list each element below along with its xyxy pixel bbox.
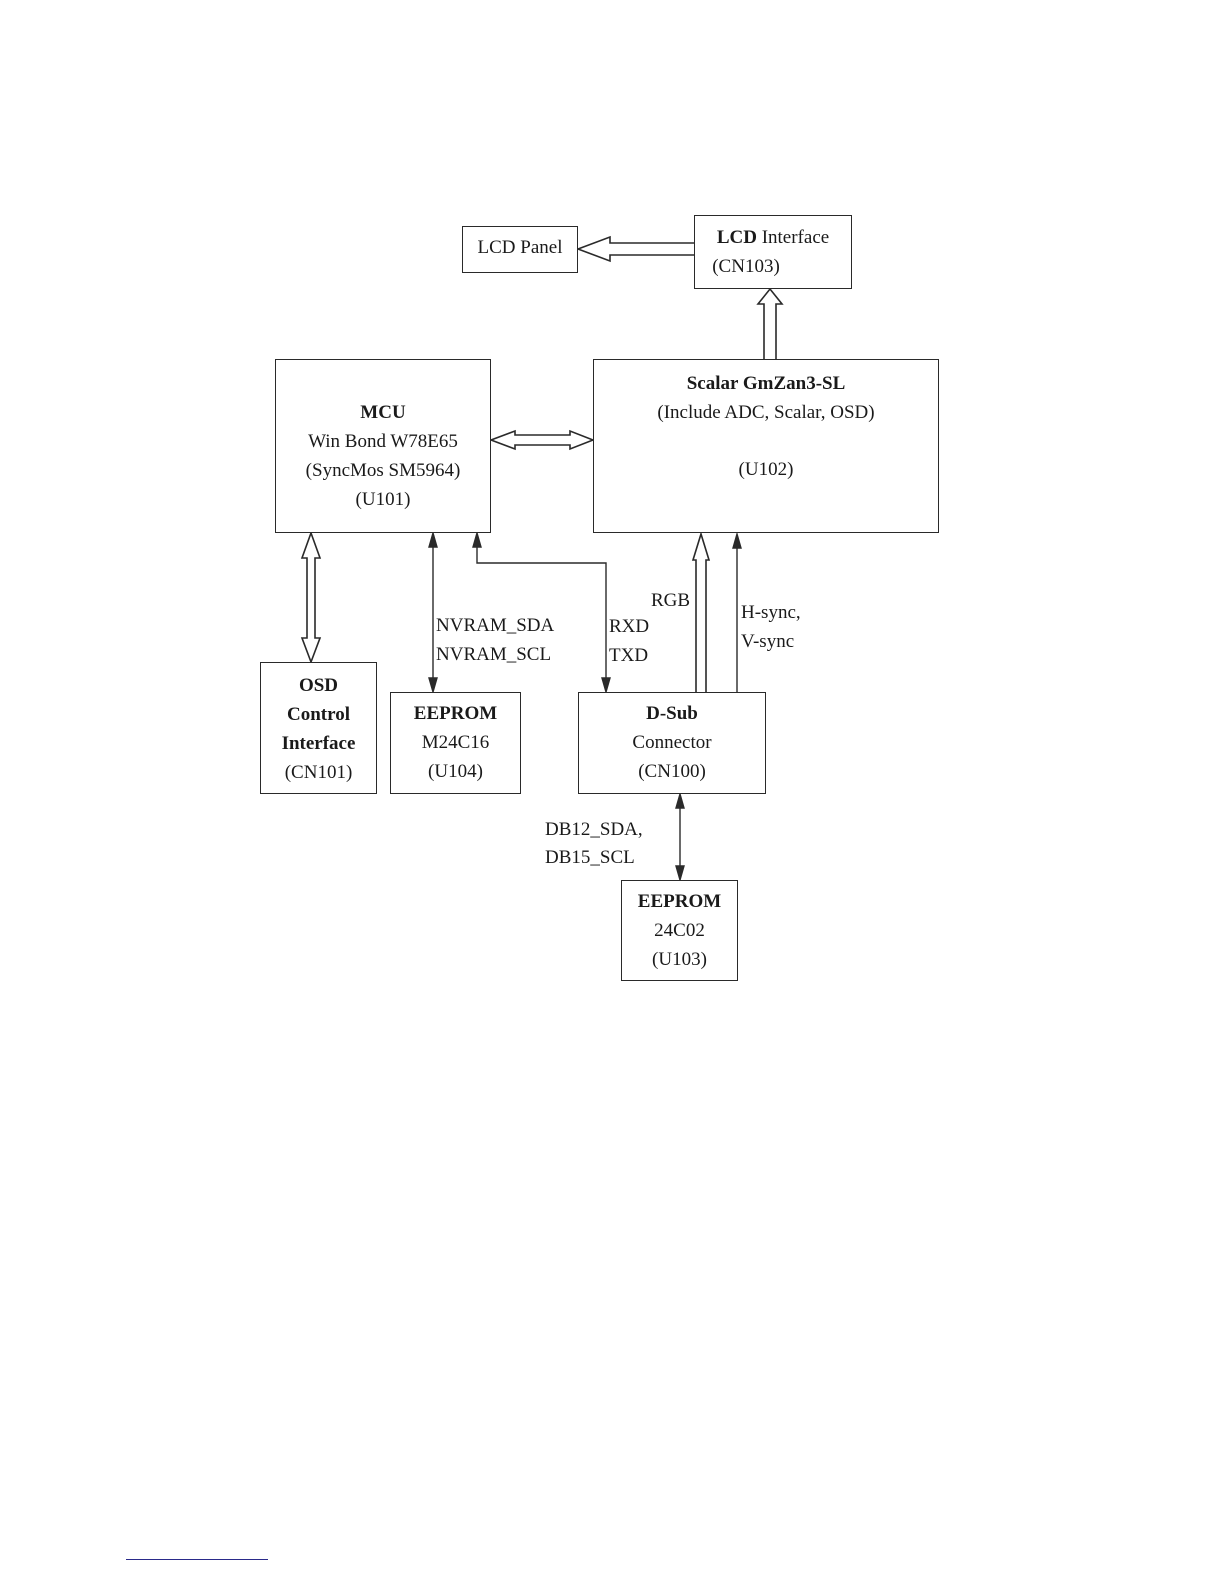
- lcd-interface-title: LCD Interface: [695, 223, 851, 252]
- signal-nvram-sda: NVRAM_SDA: [436, 611, 554, 640]
- lcd-panel-title: LCD Panel: [463, 233, 577, 262]
- signal-rxd: RXD: [609, 612, 649, 641]
- eeprom-u103-line2: 24C02: [622, 916, 737, 945]
- mcu-line3: (SyncMos SM5964): [276, 456, 490, 485]
- eeprom-u103-title: EEPROM: [622, 887, 737, 916]
- arrow-mcu-osd: [302, 533, 320, 662]
- footnote-rule: [126, 1559, 268, 1560]
- mcu-box: MCU Win Bond W78E65 (SyncMos SM5964) (U1…: [275, 359, 491, 533]
- lcd-interface-ref: (CN103): [641, 252, 851, 281]
- lcd-interface-title-rest: Interface: [757, 227, 829, 248]
- arrowhead-hsync-vsync: [733, 534, 741, 548]
- arrowhead-ddc-bottom: [676, 866, 684, 880]
- scalar-title: Scalar GmZan3-SL: [594, 369, 938, 398]
- scalar-ref: (U102): [594, 455, 938, 484]
- signal-nvram-scl: NVRAM_SCL: [436, 640, 551, 669]
- dsub-line2: Connector: [579, 728, 765, 757]
- eeprom-u103-box: EEPROM 24C02 (U103): [621, 880, 738, 981]
- signal-hsync: H-sync,: [741, 598, 801, 627]
- signal-db15-scl: DB15_SCL: [545, 843, 635, 872]
- dsub-connector-box: D-Sub Connector (CN100): [578, 692, 766, 794]
- dsub-ref: (CN100): [579, 757, 765, 786]
- arrowhead-nvram-top: [429, 533, 437, 547]
- dsub-title: D-Sub: [579, 699, 765, 728]
- eeprom-u104-box: EEPROM M24C16 (U104): [390, 692, 521, 794]
- mcu-ref: (U101): [276, 485, 490, 514]
- osd-title3: Interface: [261, 729, 376, 758]
- osd-title2: Control: [261, 700, 376, 729]
- eeprom-u103-ref: (U103): [622, 945, 737, 974]
- arrowhead-rxd-txd-bottom: [602, 678, 610, 692]
- mcu-title: MCU: [276, 398, 490, 427]
- osd-ref: (CN101): [261, 758, 376, 787]
- osd-title1: OSD: [261, 671, 376, 700]
- mcu-line2: Win Bond W78E65: [276, 427, 490, 456]
- lcd-interface-box: LCD Interface (CN103): [694, 215, 852, 289]
- signal-txd: TXD: [609, 641, 648, 670]
- arrow-scalar-to-lcd-interface: [758, 289, 782, 360]
- lcd-interface-title-bold: LCD: [717, 227, 757, 248]
- arrowhead-rxd-txd-top: [473, 533, 481, 547]
- osd-control-box: OSD Control Interface (CN101): [260, 662, 377, 794]
- arrow-mcu-scalar: [491, 431, 593, 449]
- eeprom-u104-ref: (U104): [391, 757, 520, 786]
- signal-db12-sda: DB12_SDA,: [545, 815, 643, 844]
- scalar-line2: (Include ADC, Scalar, OSD): [594, 398, 938, 427]
- lcd-panel-box: LCD Panel: [462, 226, 578, 273]
- signal-vsync: V-sync: [741, 627, 794, 656]
- arrow-rgb-dsub-to-scalar: [693, 534, 709, 692]
- eeprom-u104-title: EEPROM: [391, 699, 520, 728]
- scalar-box: Scalar GmZan3-SL (Include ADC, Scalar, O…: [593, 359, 939, 533]
- signal-rgb: RGB: [651, 586, 690, 615]
- arrowhead-ddc-top: [676, 794, 684, 808]
- eeprom-u104-line2: M24C16: [391, 728, 520, 757]
- arrowhead-nvram-bottom: [429, 678, 437, 692]
